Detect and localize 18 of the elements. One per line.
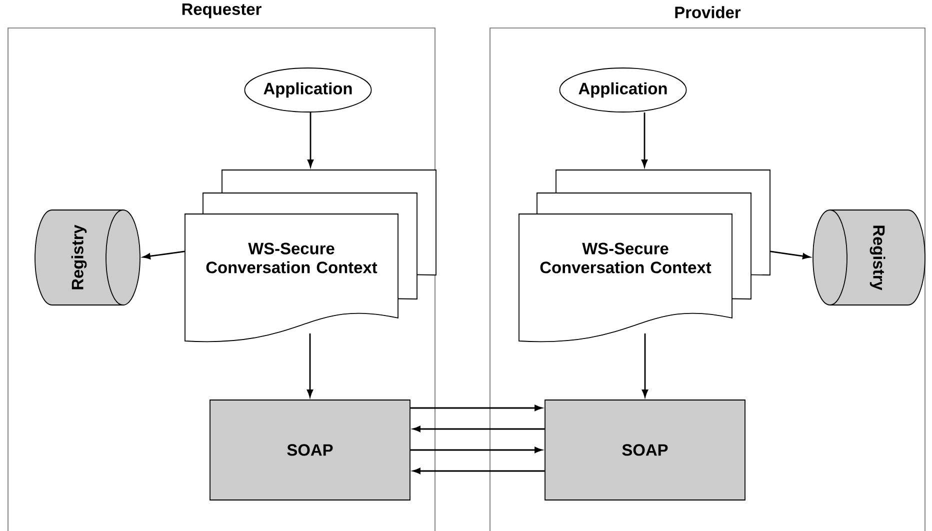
arrow bbox=[307, 112, 314, 168]
process-box: SOAP bbox=[210, 400, 410, 500]
arrow bbox=[410, 404, 542, 412]
arrow bbox=[412, 426, 545, 432]
document-stack: WS-Secure Conversation Context bbox=[518, 170, 770, 342]
database-cylinder: Registry bbox=[34, 210, 140, 306]
document-stack: WS-Secure Conversation Context bbox=[184, 170, 436, 342]
arrow bbox=[642, 333, 648, 398]
oval: Application bbox=[244, 68, 372, 112]
arrow bbox=[641, 112, 648, 168]
arrow bbox=[412, 468, 545, 474]
arrow bbox=[770, 250, 810, 260]
arrow bbox=[410, 446, 542, 454]
arrow bbox=[306, 333, 314, 398]
process-box: SOAP bbox=[544, 400, 746, 500]
database-cylinder: Registry bbox=[812, 210, 926, 306]
arrow bbox=[142, 250, 185, 260]
oval: Application bbox=[559, 68, 687, 112]
